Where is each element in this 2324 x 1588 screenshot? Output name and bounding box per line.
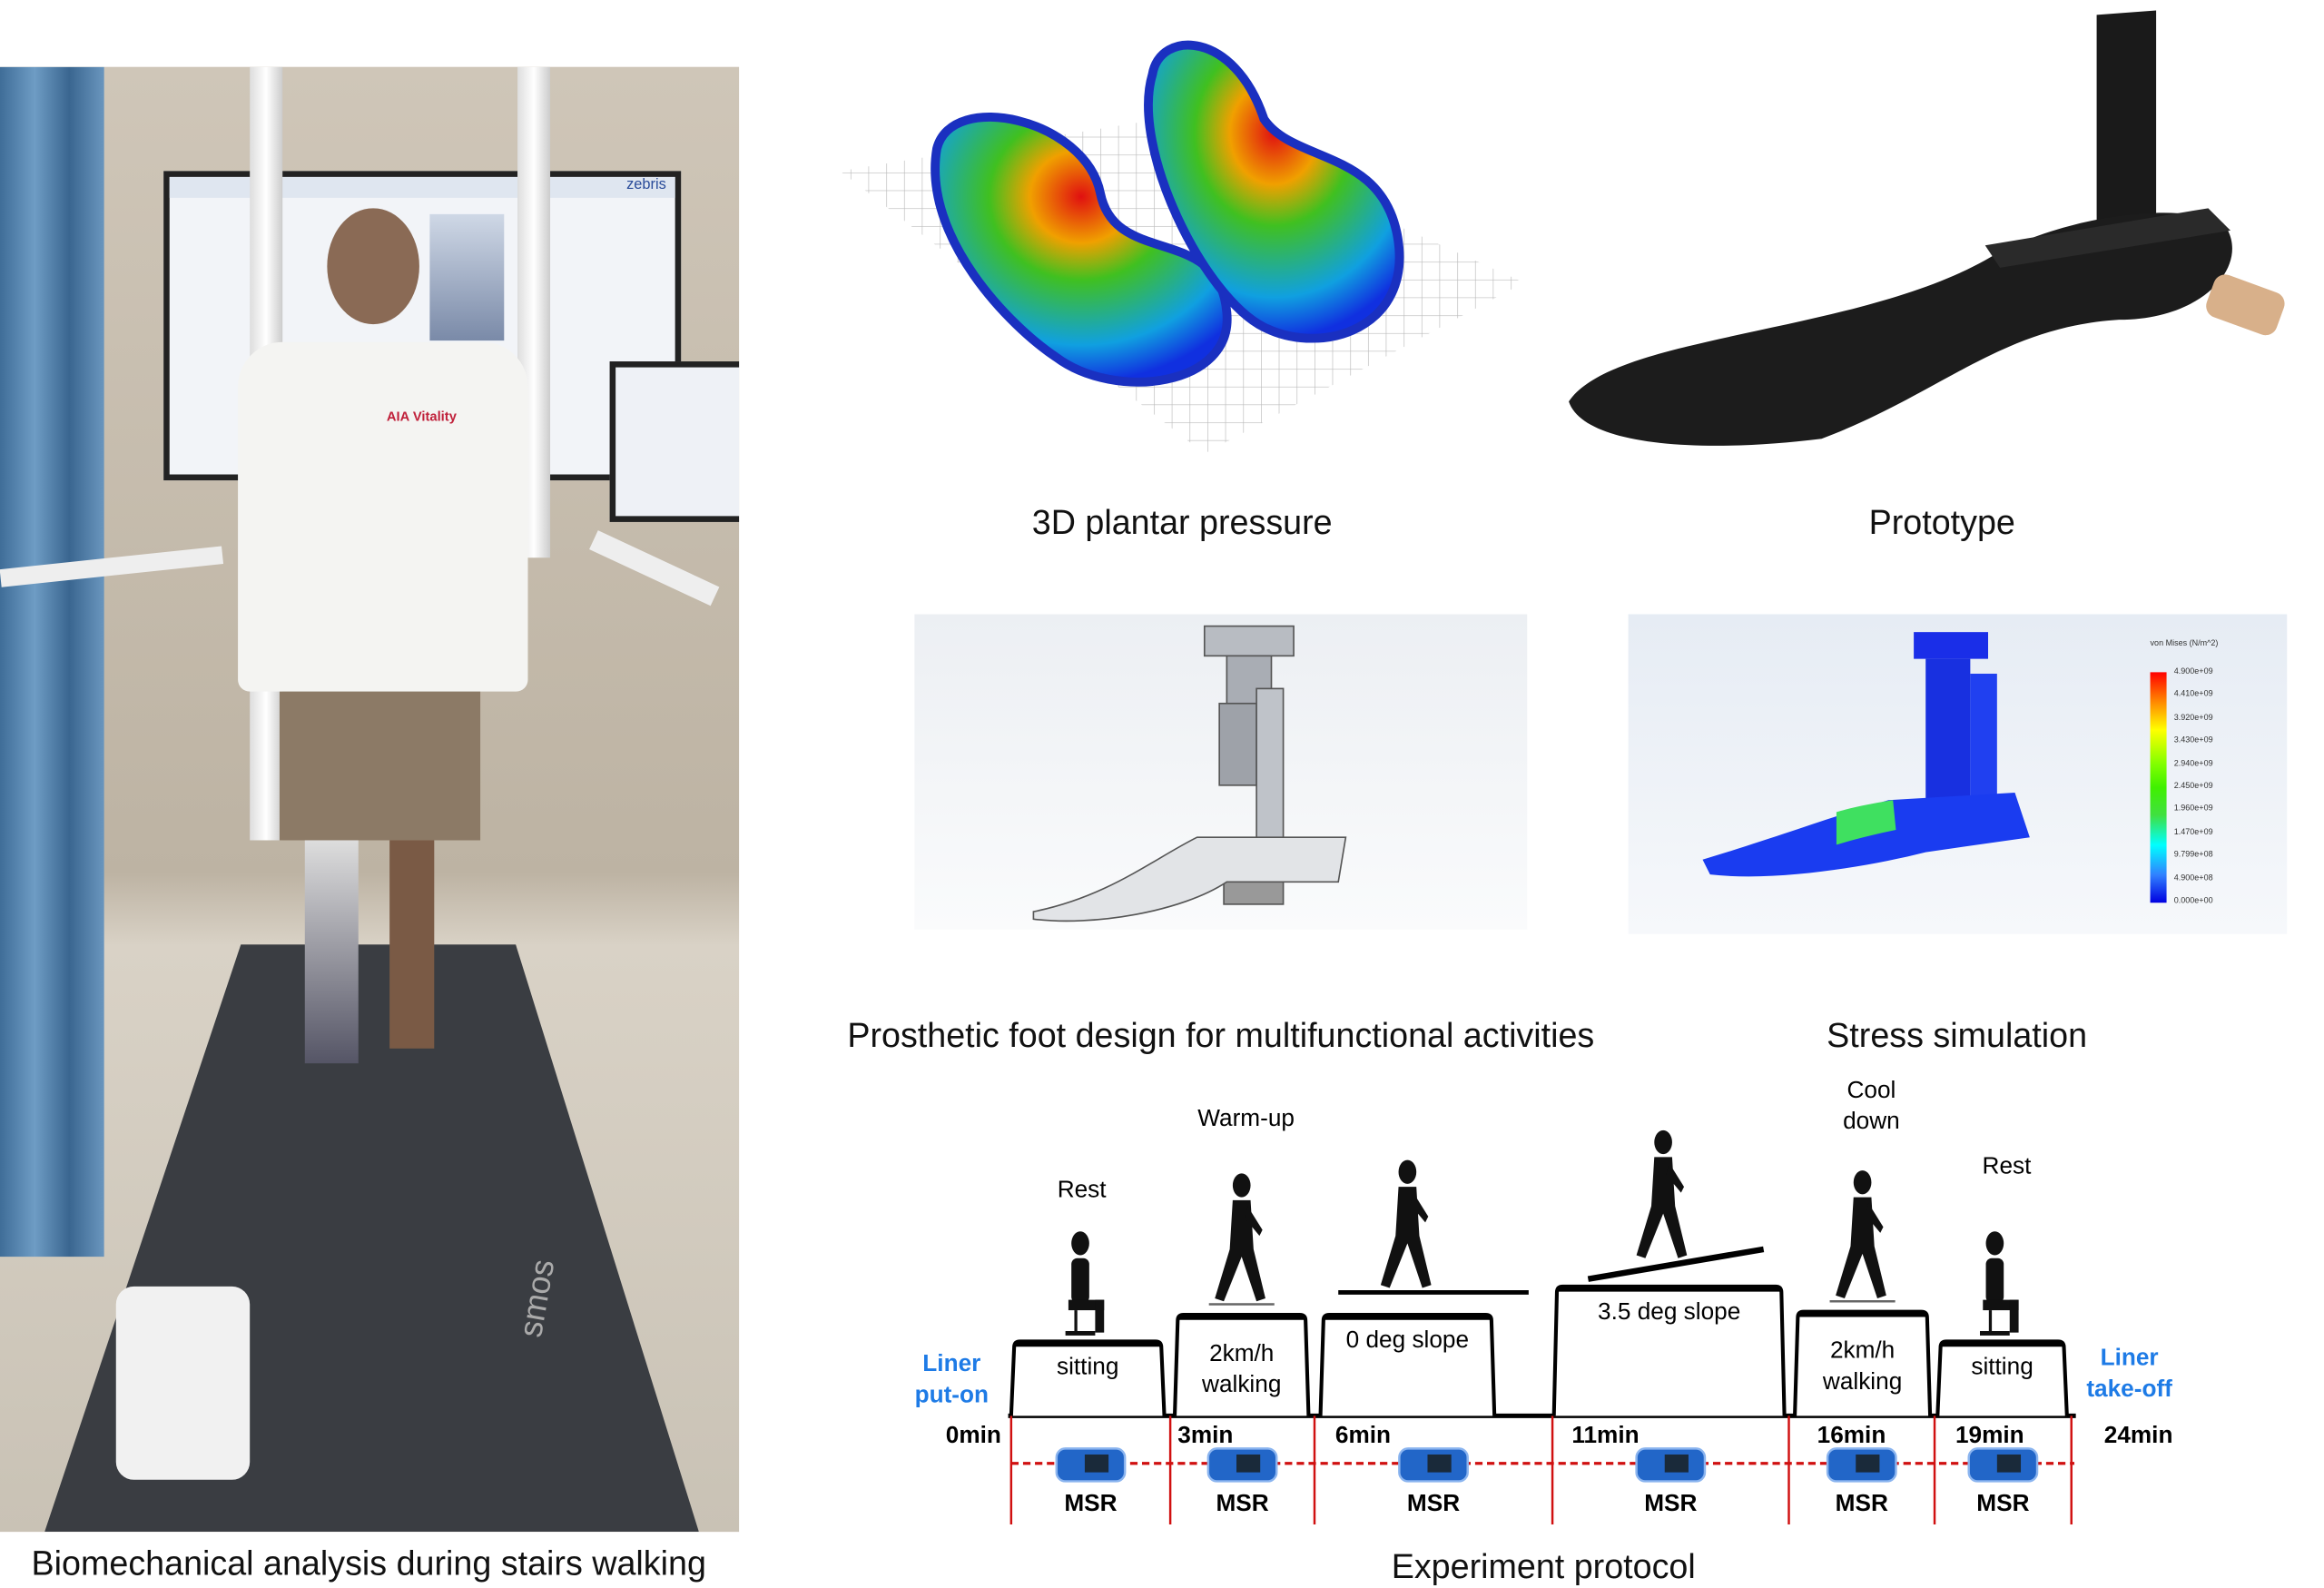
time-label: 19min	[1955, 1421, 2024, 1448]
stage-box	[1793, 1309, 1933, 1416]
foot-top-plate	[1984, 208, 2230, 268]
walking-person-icon	[1636, 1129, 1688, 1258]
activity-label: Rest	[1058, 1176, 1108, 1203]
sensor-label: MSR	[1407, 1489, 1460, 1516]
stress-simulation-model	[1702, 632, 2030, 877]
legend-tick-label: 0.000e+00	[2173, 896, 2213, 906]
activity-label: Warm-up	[1197, 1104, 1295, 1131]
time-label: 24min	[2104, 1421, 2173, 1448]
foot-blade	[1569, 212, 2232, 446]
stress-hotspot	[1836, 800, 1896, 845]
stress-caption: Stress simulation	[1827, 1015, 2088, 1055]
legend-tick-label: 4.410e+09	[2173, 690, 2213, 700]
stage-label: walking	[1822, 1367, 1902, 1395]
legend-tick-label: 4.900e+08	[2173, 873, 2213, 883]
protocol-caption: Experiment protocol	[1391, 1546, 1696, 1586]
time-label: 6min	[1335, 1421, 1391, 1448]
legend-title: von Mises (N/m^2)	[2150, 639, 2219, 649]
person-head	[327, 208, 419, 325]
right-foot-pressure	[1144, 40, 1404, 343]
pylon-plate	[2096, 10, 2157, 231]
prototype-image	[1569, 10, 2285, 446]
stage-label: 2km/h	[1209, 1339, 1274, 1366]
time-label: 0min	[946, 1421, 1001, 1448]
legend-tick-label: 3.430e+09	[2173, 736, 2213, 745]
msr-sensor-screen	[1236, 1454, 1261, 1473]
stage-label: walking	[1201, 1370, 1281, 1397]
walking-person-icon	[1836, 1170, 1886, 1298]
legend-tick-label: 9.799e+08	[2173, 851, 2213, 861]
heel-pad	[2206, 274, 2285, 336]
photo-caption: Biomechanical analysis during stairs wal…	[31, 1544, 706, 1583]
time-label: 16min	[1817, 1421, 1886, 1448]
design-caption: Prosthetic foot design for multifunction…	[847, 1015, 1595, 1055]
sensor-label: MSR	[1216, 1489, 1268, 1516]
time-label: 11min	[1571, 1421, 1639, 1448]
msr-sensor-screen	[1427, 1454, 1452, 1473]
stage-label: sitting	[1057, 1353, 1118, 1380]
time-label: 3min	[1177, 1421, 1233, 1448]
legend-tick-label: 4.900e+09	[2173, 667, 2213, 677]
walking-person-icon	[1215, 1173, 1265, 1302]
legend-tick-label: 2.940e+09	[2173, 759, 2213, 769]
msr-sensor-screen	[1996, 1454, 2022, 1473]
activity-label: down	[1843, 1107, 1900, 1134]
treadmill-photo: zebris smos AIA Vitality	[0, 66, 740, 1533]
curtain	[0, 66, 104, 1258]
sitting-person-icon	[1979, 1231, 2019, 1336]
plantar-pressure-map	[840, 40, 1524, 454]
second-monitor	[609, 361, 740, 522]
legend-colorbar	[2150, 672, 2167, 903]
liner-take-off-label: Liner	[2101, 1344, 2159, 1371]
person-leg	[389, 840, 435, 1049]
legend-tick-label: 1.960e+09	[2173, 804, 2213, 814]
screen-brand: zebris	[626, 176, 666, 193]
activity-label: Rest	[1983, 1151, 2033, 1179]
stress-legend: von Mises (N/m^2) 4.900e+09 4.410e+09 3.92…	[2142, 639, 2283, 922]
person-shirt: AIA Vitality	[238, 341, 528, 692]
stage-label: sitting	[1971, 1353, 2033, 1380]
liner-put-on-label: put-on	[915, 1381, 989, 1408]
stage-label: 0 deg slope	[1346, 1326, 1469, 1353]
stage-label: 3.5 deg slope	[1598, 1297, 1740, 1325]
legend-tick-label: 1.470e+09	[2173, 828, 2213, 837]
camera-device	[115, 1286, 251, 1480]
liner-put-on-label: Liner	[922, 1349, 980, 1376]
plantar-caption: 3D plantar pressure	[1031, 502, 1333, 542]
sensor-label: MSR	[1976, 1489, 2029, 1516]
sitting-person-icon	[1065, 1231, 1105, 1336]
prosthetic-design-cad	[1032, 625, 1347, 922]
legend-tick-label: 3.920e+09	[2173, 713, 2213, 723]
sensor-label: MSR	[1644, 1489, 1697, 1516]
prototype-caption: Prototype	[1868, 502, 2015, 542]
prosthetic-leg	[304, 840, 359, 1064]
stage-label: 2km/h	[1830, 1336, 1895, 1363]
person-shorts	[279, 691, 481, 841]
legend-tick-label: 2.450e+09	[2173, 782, 2213, 792]
liner-take-off-label: take-off	[2086, 1375, 2172, 1402]
activity-label: Cool	[1846, 1076, 1896, 1103]
left-foot-pressure	[931, 113, 1232, 387]
shirt-text: AIA Vitality	[386, 409, 457, 424]
slope-platform	[1587, 1246, 1765, 1282]
msr-sensor-screen	[1084, 1454, 1109, 1473]
sensor-label: MSR	[1836, 1489, 1888, 1516]
msr-sensor-screen	[1856, 1454, 1880, 1473]
sensor-label: MSR	[1064, 1489, 1117, 1516]
msr-sensor-screen	[1664, 1454, 1689, 1473]
walking-person-icon	[1380, 1159, 1432, 1288]
